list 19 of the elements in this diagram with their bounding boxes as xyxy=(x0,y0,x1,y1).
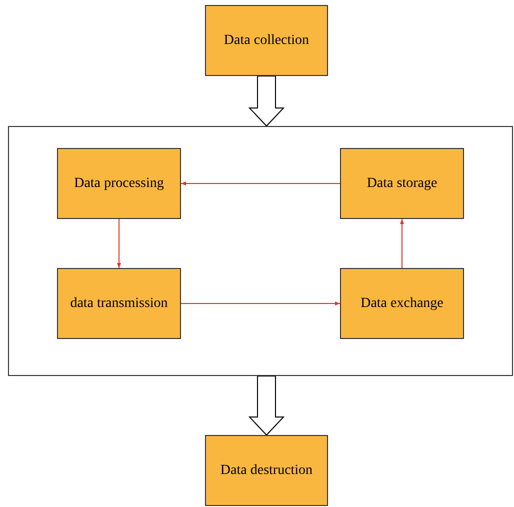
box-label: Data exchange xyxy=(360,296,444,312)
box-label: Data processing xyxy=(74,176,164,192)
container-box xyxy=(8,126,513,376)
arrow xyxy=(117,218,121,268)
process-box xyxy=(205,5,328,76)
box-label: Data collection xyxy=(224,32,310,48)
process-box xyxy=(57,268,181,339)
process-box xyxy=(340,148,464,219)
process-box xyxy=(340,268,464,339)
box-label: Data storage xyxy=(366,176,438,192)
block-arrow xyxy=(248,76,285,127)
box-label: data transmission xyxy=(70,296,168,312)
arrow xyxy=(180,182,340,186)
block-arrow xyxy=(248,376,285,436)
arrow xyxy=(400,218,404,268)
process-box xyxy=(205,435,328,506)
box-label: Data destruction xyxy=(220,462,313,478)
arrow xyxy=(180,302,340,306)
process-box xyxy=(57,148,181,219)
